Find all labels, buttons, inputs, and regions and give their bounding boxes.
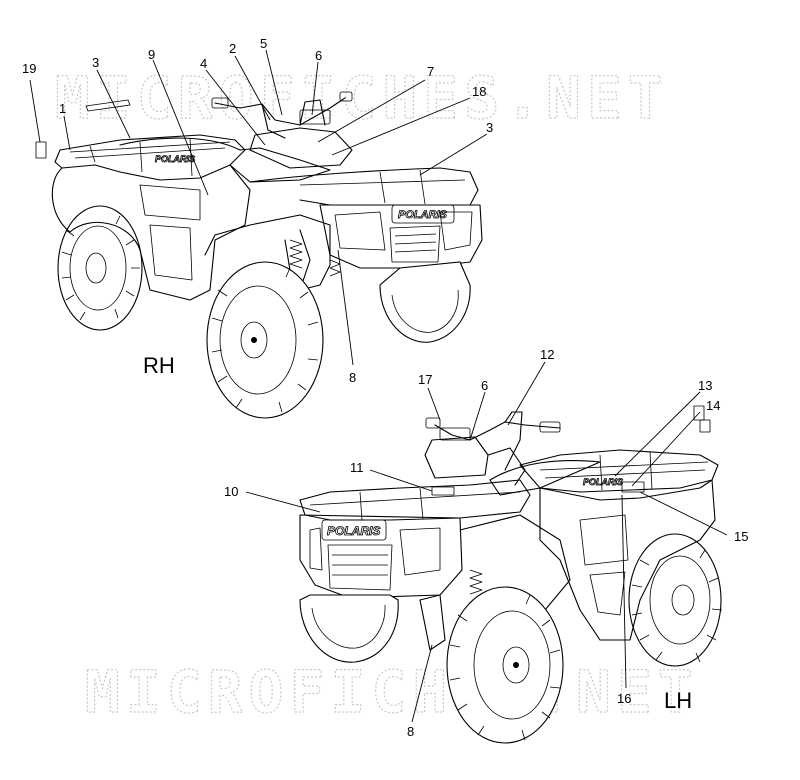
- callout-9: 9: [148, 47, 155, 62]
- lh-front-rack: [299, 479, 531, 521]
- callout-11: 11: [350, 460, 364, 475]
- callout-10: 10: [224, 484, 238, 499]
- callout-12: 12: [540, 347, 554, 362]
- watermark-bottom: MICROFICHES.NET: [85, 658, 699, 726]
- callout-15: 15: [734, 529, 748, 544]
- atv-rh-view: POLARIS POLARIS: [51, 91, 483, 419]
- lh-brand-decal: POLARIS: [583, 477, 623, 487]
- lh-front-wheel-far: [299, 594, 399, 663]
- lh-front-wheel: [446, 586, 564, 744]
- callout-16: 16: [617, 691, 631, 706]
- decal-13-sheet: [693, 405, 705, 421]
- watermark-top: MICROFICHES.NET: [55, 64, 669, 132]
- rh-seat: [119, 137, 331, 183]
- callout-6-rh: 6: [315, 48, 322, 63]
- decal-19-sheet: [35, 141, 47, 159]
- atv-lh-view: POLARIS POLARIS: [299, 411, 723, 744]
- rh-leaders: [29, 49, 488, 366]
- callout-8-lh: 8: [407, 724, 414, 739]
- rh-front-wheel-far: [379, 261, 471, 343]
- callout-numbers: 19 3 9 4 2 5 6 7 18 1 3 8 17 6 12 13 14 …: [22, 36, 748, 739]
- callout-17: 17: [418, 372, 432, 387]
- callout-7: 7: [427, 64, 434, 79]
- callout-1: 1: [59, 101, 66, 116]
- callout-4: 4: [200, 56, 207, 71]
- callout-3-rh-front: 3: [486, 120, 493, 135]
- callout-3-rh-rear: 3: [92, 55, 99, 70]
- rh-label: RH: [143, 353, 175, 378]
- lh-leaders: [245, 361, 728, 723]
- rh-rear-wheel: [57, 205, 143, 331]
- decal-3-strip: [85, 99, 131, 112]
- lh-front-brand: POLARIS: [327, 524, 380, 538]
- rh-handlebars: [211, 91, 353, 169]
- callout-6-lh: 6: [481, 378, 488, 393]
- callout-14: 14: [706, 398, 720, 413]
- decal-15: [621, 481, 645, 493]
- lh-rear-wheel: [628, 533, 723, 667]
- decal-11: [431, 486, 455, 496]
- callout-5: 5: [260, 36, 267, 51]
- rh-front-brand: POLARIS: [398, 209, 448, 221]
- rh-front-wheel: [206, 261, 324, 419]
- rh-brand-decal: POLARIS: [155, 154, 195, 164]
- rh-front-rack: [249, 167, 479, 206]
- lh-label: LH: [664, 688, 692, 713]
- lh-handlebars: [424, 411, 561, 486]
- lh-front-fascia: [299, 514, 463, 599]
- callout-13: 13: [698, 378, 712, 393]
- decal-14-sheet: [699, 419, 711, 433]
- callout-18: 18: [472, 84, 486, 99]
- callout-8-rh: 8: [349, 370, 356, 385]
- callout-2: 2: [229, 41, 236, 56]
- callout-19-rh: 19: [22, 61, 36, 76]
